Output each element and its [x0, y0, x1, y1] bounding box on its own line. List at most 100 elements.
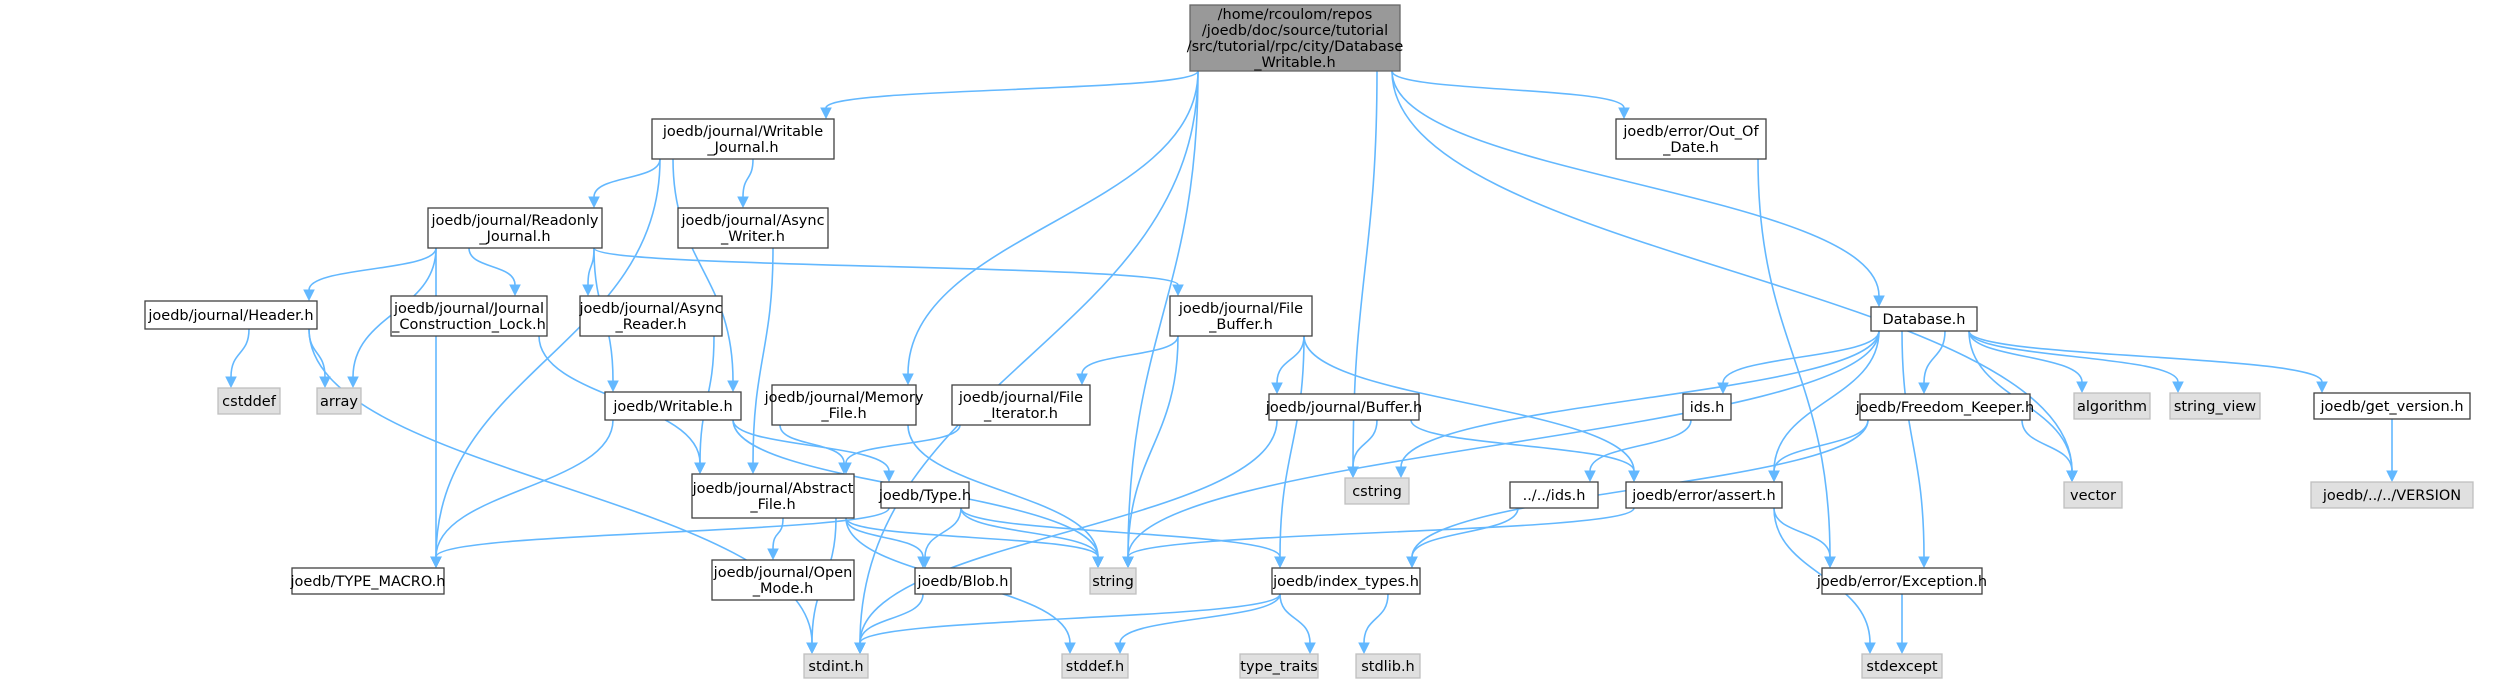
node-jcl[interactable]: joedb/journal/Journal_Construction_Lock.… [390, 295, 548, 337]
node-box [951, 384, 1091, 426]
edge-arrowhead [303, 289, 315, 302]
node-tm[interactable]: joedb/TYPE_MACRO.h [290, 567, 446, 595]
node-label-line: joedb/Freedom_Keeper.h [1855, 400, 2035, 416]
edge-line [1968, 330, 2083, 383]
node-rj[interactable]: joedb/journal/Readonly_Journal.h [427, 207, 603, 249]
edge-line [1279, 335, 1305, 558]
edge-arrowhead [2316, 381, 2328, 394]
edge-line [742, 158, 754, 198]
edge-it-to-type_traits [1279, 593, 1316, 655]
node-box [1859, 393, 2031, 421]
node-blob[interactable]: joedb/Blob.h [914, 567, 1012, 595]
edge-arrowhead [1864, 642, 1876, 655]
node-dbh[interactable]: Database.h [1870, 306, 1978, 332]
edge-arrowhead [1918, 382, 1930, 395]
node-fb[interactable]: joedb/journal/File_Buffer.h [1169, 295, 1313, 337]
edge-line [825, 70, 1199, 109]
edge-line [1352, 419, 1378, 468]
node-box [217, 387, 281, 415]
node-label-line: _Construction_Lock.h [391, 317, 546, 333]
edge-line [907, 424, 1099, 558]
node-box [1355, 653, 1421, 679]
node-box [880, 481, 970, 509]
node-label-line: _Mode.h [752, 581, 814, 597]
node-label-line: _File.h [820, 406, 866, 422]
edge-line [779, 424, 845, 464]
node-wj[interactable]: joedb/journal/Writable_Journal.h [651, 118, 835, 160]
node-mf[interactable]: joedb/journal/Memory_File.h [764, 384, 924, 426]
edge-line [859, 70, 1199, 644]
edge-arrowhead [747, 462, 759, 475]
edge-line [468, 247, 516, 286]
edge-arrowhead [1717, 382, 1729, 395]
node-label-line: algorithm [2077, 399, 2147, 415]
nodes-layer: /home/rcoulom/repos/joedb/doc/source/tut… [144, 4, 2474, 679]
node-box [291, 567, 445, 595]
node-hdr[interactable]: joedb/journal/Header.h [144, 300, 318, 330]
node-ood[interactable]: joedb/error/Out_Of_Date.h [1615, 118, 1767, 160]
node-label-line: joedb/Type.h [878, 488, 971, 504]
node-box [1061, 653, 1129, 679]
node-label-line: stdexcept [1866, 659, 1938, 675]
node-label-line: cstddef [222, 394, 277, 410]
edge-arrowhead [767, 548, 779, 561]
node-box [691, 473, 855, 519]
edge-arrowhead [1076, 373, 1088, 386]
node-exc[interactable]: joedb/error/Exception.h [1816, 567, 1987, 595]
node-label-line: _Writer.h [720, 229, 785, 245]
node-buf[interactable]: joedb/journal/Buffer.h [1265, 393, 1422, 421]
node-root[interactable]: /home/rcoulom/repos/joedb/doc/source/tut… [1187, 4, 1404, 72]
edge-dbh-to-fk [1918, 330, 1946, 395]
node-box [803, 653, 869, 679]
edge-line [1773, 507, 1831, 558]
node-ids[interactable]: ids.h [1682, 393, 1732, 421]
node-fi[interactable]: joedb/journal/File_Iterator.h [951, 384, 1091, 426]
node-stdlib: stdlib.h [1355, 653, 1421, 679]
edge-line [1391, 70, 1880, 297]
node-ar[interactable]: joedb/journal/Async_Reader.h [578, 295, 723, 337]
edge-root-to-dbh [1391, 70, 1885, 308]
edge-line [845, 517, 924, 558]
edge-arrowhead [1092, 556, 1104, 569]
node-label-line: joedb/journal/File [958, 390, 1083, 406]
node-assert[interactable]: joedb/error/assert.h [1625, 481, 1783, 509]
edge-arrowhead [2076, 381, 2088, 394]
node-label-line: _Journal.h [478, 229, 550, 245]
node-label-line: joedb/journal/Readonly [430, 213, 598, 229]
edge-arrowhead [1918, 556, 1930, 569]
node-af[interactable]: joedb/journal/Abstract_File.h [691, 473, 855, 519]
node-label-line: joedb/journal/Abstract [692, 481, 854, 497]
node-type[interactable]: joedb/Type.h [878, 481, 971, 509]
node-box [1509, 481, 1599, 509]
node-ids2[interactable]: ../../ids.h [1509, 481, 1599, 509]
edge-rj-to-jcl [468, 247, 521, 297]
edge-rj-to-fb [593, 247, 1184, 297]
node-aw[interactable]: joedb/journal/Async_Writer.h [677, 207, 829, 249]
edge-arrowhead [2066, 470, 2078, 483]
node-fk[interactable]: joedb/Freedom_Keeper.h [1855, 393, 2035, 421]
node-gv[interactable]: joedb/get_version.h [2313, 392, 2471, 420]
node-stdexcept: stdexcept [1861, 653, 1943, 679]
edge-it-to-stdlib [1358, 593, 1389, 655]
node-label-line: joedb/Writable.h [612, 399, 732, 415]
node-box [1271, 567, 1421, 595]
node-vector: vector [2063, 481, 2123, 509]
edge-line [1127, 507, 1635, 558]
edge-line [1127, 335, 1179, 558]
edge-line [845, 517, 1099, 558]
edge-arrowhead [902, 373, 914, 386]
edge-hdr-to-cstddef [225, 328, 250, 389]
node-box [2073, 392, 2151, 420]
node-it[interactable]: joedb/index_types.h [1271, 567, 1421, 595]
edge-type-to-tm [430, 507, 890, 569]
node-box [1870, 306, 1978, 332]
edge-arrowhead [1271, 382, 1283, 395]
node-om[interactable]: joedb/journal/Open_Mode.h [711, 559, 855, 601]
edges-layer [225, 70, 2398, 655]
node-box [1089, 567, 1137, 595]
node-box [914, 567, 1012, 595]
node-box [1344, 477, 1410, 505]
node-string: string [1089, 567, 1137, 595]
node-label-line: _Writable.h [1253, 55, 1335, 71]
node-wr[interactable]: joedb/Writable.h [604, 391, 742, 421]
